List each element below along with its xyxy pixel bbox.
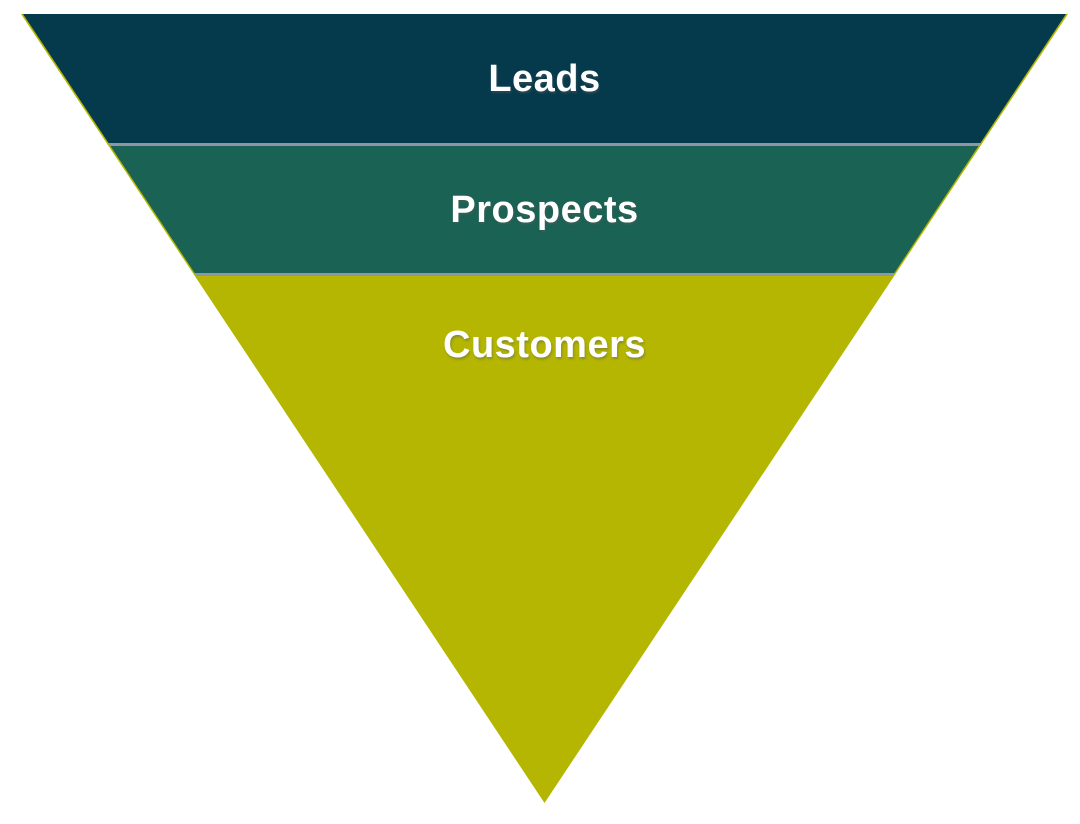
funnel-segment-leads	[23, 14, 1066, 143]
funnel-body: Leads Prospects Customers	[23, 14, 1066, 801]
segment-divider	[23, 273, 1066, 276]
funnel-label-leads: Leads	[488, 58, 601, 100]
funnel-segment-prospects	[23, 146, 1066, 273]
funnel-diagram: Leads Prospects Customers	[21, 14, 1068, 803]
funnel-label-customers: Customers	[443, 324, 646, 366]
segment-divider	[23, 143, 1066, 146]
funnel-label-prospects: Prospects	[450, 189, 639, 231]
